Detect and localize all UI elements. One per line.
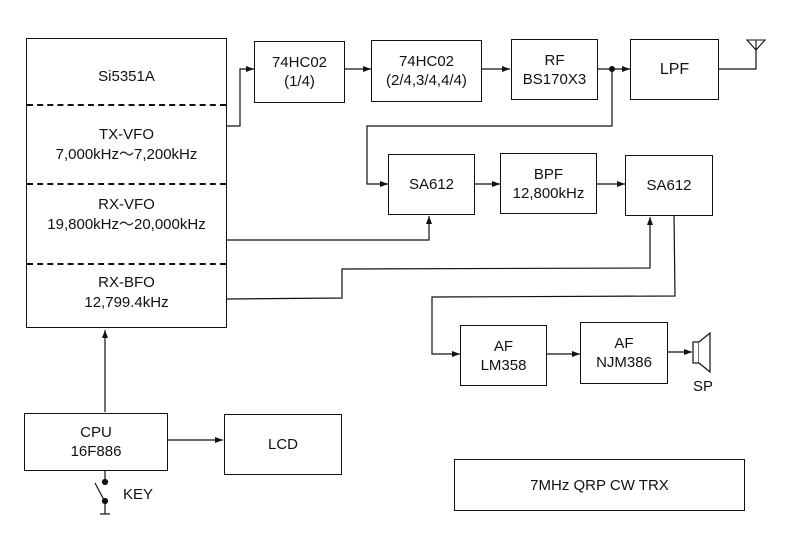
cpu-block: CPU 16F886 xyxy=(24,413,168,471)
mixer2-label: SA612 xyxy=(646,177,692,194)
wire-txvfo-to-hc02a xyxy=(227,66,254,127)
mixer1-label: SA612 xyxy=(408,176,455,193)
rx-vfo-name: RX-VFO xyxy=(98,196,155,213)
si5351-title: Si5351A xyxy=(98,67,155,85)
diagram-title-box: 7MHz QRP CW TRX xyxy=(454,459,745,511)
af2-line2: NJM386 xyxy=(596,354,652,371)
rx-bfo-freq: 12,799.4kHz xyxy=(84,293,169,311)
bpf-line1: BPF xyxy=(533,165,564,183)
hc02a-line1: 74HC02 xyxy=(271,54,328,71)
wire-mixer2-to-af1 xyxy=(431,214,676,357)
tx-vfo-range: 7,000kHz～7,200kHz xyxy=(55,145,198,163)
rx-bfo-section: RX-BFO 12,799.4kHz xyxy=(27,263,226,326)
si5351-block: Si5351A TX-VFO 7,000kHz～7,200kHz RX-VFO … xyxy=(26,38,227,328)
tx-vfo-name: TX-VFO xyxy=(99,125,154,143)
diagram-title: 7MHz QRP CW TRX xyxy=(530,476,669,494)
lcd-label: LCD xyxy=(267,436,298,453)
wire-junction-to-mixer1 xyxy=(366,69,613,187)
hc02b-line2: (2/4,3/4,4/4) xyxy=(386,72,467,89)
si5351-title-section: Si5351A xyxy=(27,39,226,104)
rf-line2: BS170X3 xyxy=(522,70,587,88)
wire-lpf-to-antenna xyxy=(719,50,757,70)
tx-vfo-section: TX-VFO 7,000kHz～7,200kHz xyxy=(27,104,226,183)
rf-amp-block: RF BS170X3 xyxy=(511,39,598,100)
bpf-block: BPF 12,800kHz xyxy=(500,153,597,214)
mixer2-block: SA612 xyxy=(625,155,713,216)
bpf-line2: 12,800kHz xyxy=(512,184,585,202)
junction-dot xyxy=(609,66,615,72)
speaker-icon xyxy=(692,331,711,374)
hc02b-line1: 74HC02 xyxy=(398,53,455,70)
rf-line1: RF xyxy=(544,51,565,69)
af-preamp-block: AF LM358 xyxy=(460,325,547,386)
hc02-gate-block: 74HC02 (1/4) xyxy=(254,41,345,103)
cpu-line2: 16F886 xyxy=(70,443,122,460)
af1-line2: LM358 xyxy=(480,356,527,374)
cpu-line1: CPU xyxy=(80,424,112,441)
lpf-block: LPF xyxy=(630,39,719,100)
wire-rxvfo-to-mixer1 xyxy=(227,216,432,241)
mixer1-block: SA612 xyxy=(388,154,475,215)
key-label: KEY xyxy=(123,486,154,503)
lpf-label: LPF xyxy=(659,61,690,78)
rx-vfo-range: 19,800kHz～20,000kHz xyxy=(47,216,206,233)
af-power-amp-block: AF NJM386 xyxy=(580,322,668,384)
speaker-label: SP xyxy=(693,378,714,395)
wire-rxbfo-to-mixer2 xyxy=(226,217,653,300)
rx-vfo-section: RX-VFO 19,800kHz～20,000kHz xyxy=(27,183,226,263)
key-switch-icon xyxy=(94,470,109,514)
af2-line1: AF xyxy=(614,335,634,352)
af1-line1: AF xyxy=(493,337,514,355)
rx-bfo-name: RX-BFO xyxy=(98,273,155,291)
hc02-driver-block: 74HC02 (2/4,3/4,4/4) xyxy=(371,40,482,102)
hc02a-line2: (1/4) xyxy=(284,73,315,90)
antenna-icon xyxy=(745,39,767,51)
lcd-block: LCD xyxy=(224,414,342,475)
